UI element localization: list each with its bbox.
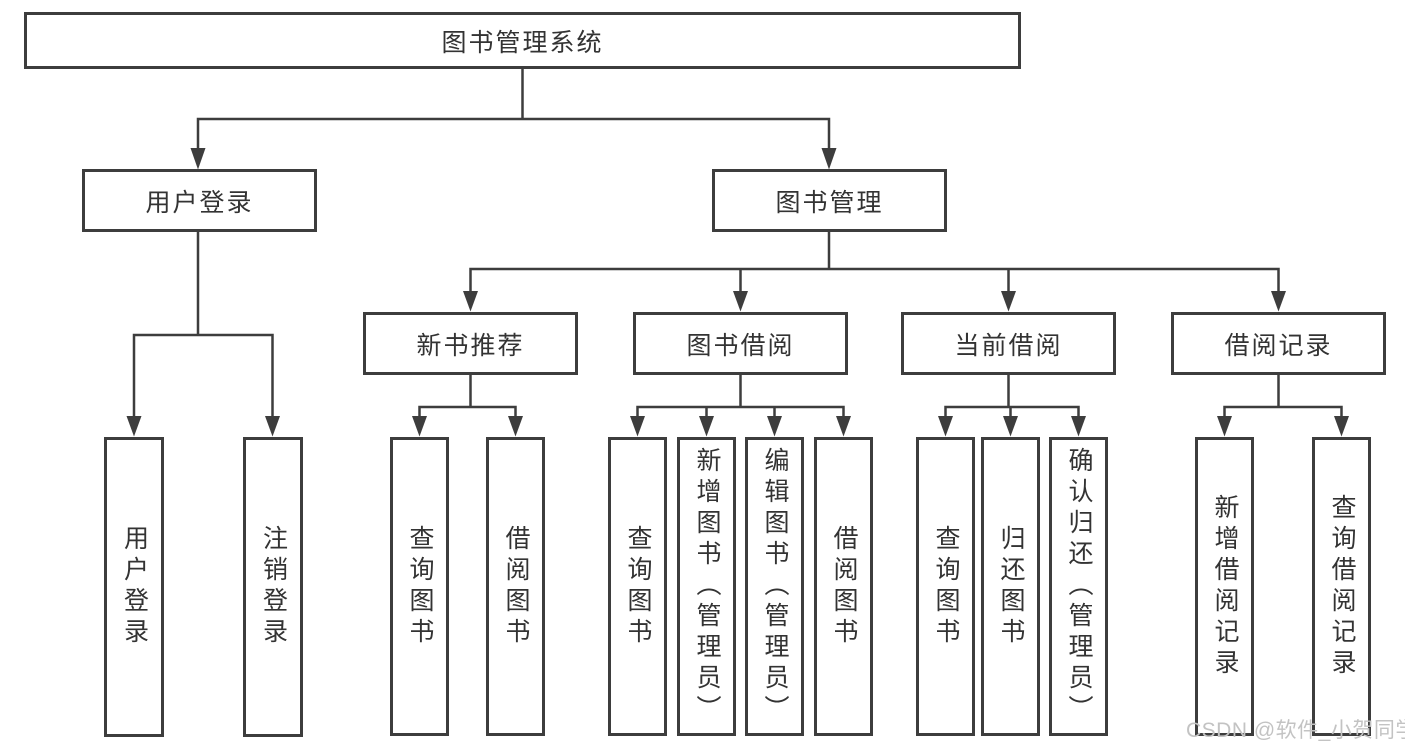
leaf-query-books-3: 查询图书 bbox=[916, 437, 975, 736]
arrowhead bbox=[630, 416, 645, 437]
leaf-edit-books-admin: 编辑图书（管理员） bbox=[745, 437, 804, 736]
arrowhead bbox=[463, 291, 478, 312]
arrowhead bbox=[1217, 416, 1232, 437]
arrowhead bbox=[265, 416, 280, 437]
arrowhead bbox=[126, 416, 142, 437]
leaf-query-borrow-record: 查询借阅记录 bbox=[1312, 437, 1371, 736]
arrowhead bbox=[821, 148, 837, 170]
leaf-add-borrow-record: 新增借阅记录 bbox=[1195, 437, 1254, 736]
node-borrow-records-label: 借阅记录 bbox=[1224, 331, 1333, 360]
node-user-login-label: 用户登录 bbox=[145, 188, 254, 217]
arrowhead bbox=[1071, 416, 1086, 437]
node-root: 图书管理系统 bbox=[24, 12, 1021, 69]
arrowhead bbox=[699, 416, 714, 437]
edge-userlogin-to-leaves bbox=[132, 230, 274, 420]
node-book-borrow: 图书借阅 bbox=[633, 312, 848, 375]
arrowhead bbox=[938, 416, 953, 437]
node-new-book-recommend: 新书推荐 bbox=[363, 312, 578, 375]
edge-bookmgmt-to-level3 bbox=[469, 230, 1280, 295]
leaf-add-books-admin: 新增图书（管理员） bbox=[677, 437, 736, 736]
node-book-mgmt-label: 图书管理 bbox=[775, 188, 884, 217]
node-book-borrow-label: 图书借阅 bbox=[686, 331, 795, 360]
node-current-borrow-label: 当前借阅 bbox=[954, 331, 1063, 360]
arrowhead bbox=[733, 291, 748, 312]
leaf-borrow-books-1: 借阅图书 bbox=[486, 437, 545, 736]
leaf-confirm-return-admin: 确认归还（管理员） bbox=[1049, 437, 1108, 736]
csdn-watermark: CSDN @软件_小贺同学 bbox=[1186, 719, 1405, 742]
leaf-return-books: 归还图书 bbox=[981, 437, 1040, 736]
leaf-query-books-1: 查询图书 bbox=[390, 437, 449, 736]
leaf-borrow-books-2: 借阅图书 bbox=[814, 437, 873, 736]
arrowhead bbox=[1003, 416, 1018, 437]
node-borrow-records: 借阅记录 bbox=[1171, 312, 1386, 375]
arrowhead bbox=[412, 416, 427, 437]
edge-newbook-to-leaves bbox=[418, 373, 517, 420]
arrowhead bbox=[1001, 291, 1016, 312]
leaf-logout: 注销登录 bbox=[243, 437, 303, 737]
edge-currentborrow-to-leaves bbox=[944, 373, 1080, 420]
arrowhead bbox=[508, 416, 523, 437]
edge-bookborrow-to-leaves bbox=[636, 373, 845, 420]
edge-borrowrecords-to-leaves bbox=[1223, 373, 1343, 420]
arrowhead bbox=[836, 416, 851, 437]
node-root-label: 图书管理系统 bbox=[441, 28, 604, 57]
arrowhead bbox=[1271, 291, 1286, 312]
edge-root-to-level2 bbox=[196, 66, 831, 154]
arrowhead bbox=[190, 148, 206, 170]
leaf-user-login: 用户登录 bbox=[104, 437, 164, 737]
leaf-query-books-2: 查询图书 bbox=[608, 437, 667, 736]
node-current-borrow: 当前借阅 bbox=[901, 312, 1116, 375]
arrowhead bbox=[1334, 416, 1349, 437]
arrowhead bbox=[767, 416, 782, 437]
node-new-book-recommend-label: 新书推荐 bbox=[416, 331, 525, 360]
node-user-login: 用户登录 bbox=[82, 169, 317, 232]
node-book-mgmt: 图书管理 bbox=[712, 169, 947, 232]
